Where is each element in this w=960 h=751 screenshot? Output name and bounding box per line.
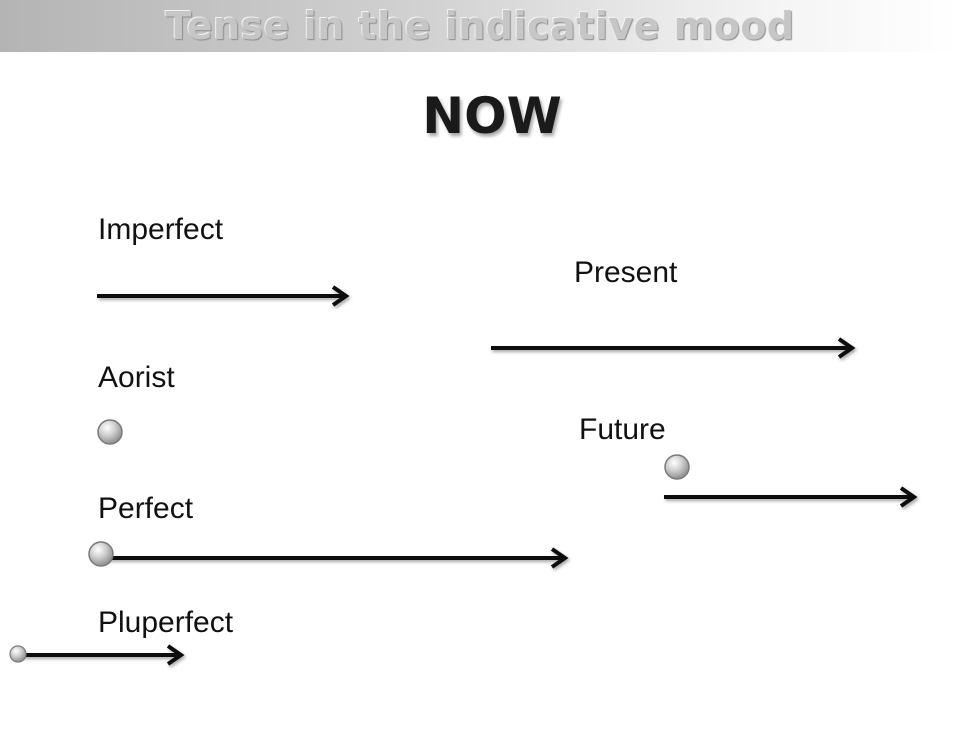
imperfect-arrow	[97, 285, 350, 307]
pluperfect-arrow	[18, 644, 185, 666]
title-bar: Tense in the indicative mood	[0, 0, 960, 52]
tense-label-aorist: Aorist	[98, 361, 175, 394]
perfect-point	[88, 541, 114, 567]
tense-label-present: Present	[574, 256, 678, 289]
tense-label-future: Future	[579, 413, 666, 446]
pluperfect-point	[9, 645, 27, 663]
now-label: NOW	[422, 87, 562, 145]
future-point	[664, 454, 690, 480]
tense-label-pluperfect: Pluperfect	[98, 606, 234, 639]
tense-label-perfect: Perfect	[98, 492, 194, 525]
aorist-point	[97, 419, 123, 445]
future-arrow	[664, 486, 918, 508]
perfect-arrow	[101, 547, 569, 569]
present-arrow	[491, 337, 856, 359]
tense-label-imperfect: Imperfect	[98, 213, 224, 246]
slide-title: Tense in the indicative mood	[165, 4, 795, 48]
